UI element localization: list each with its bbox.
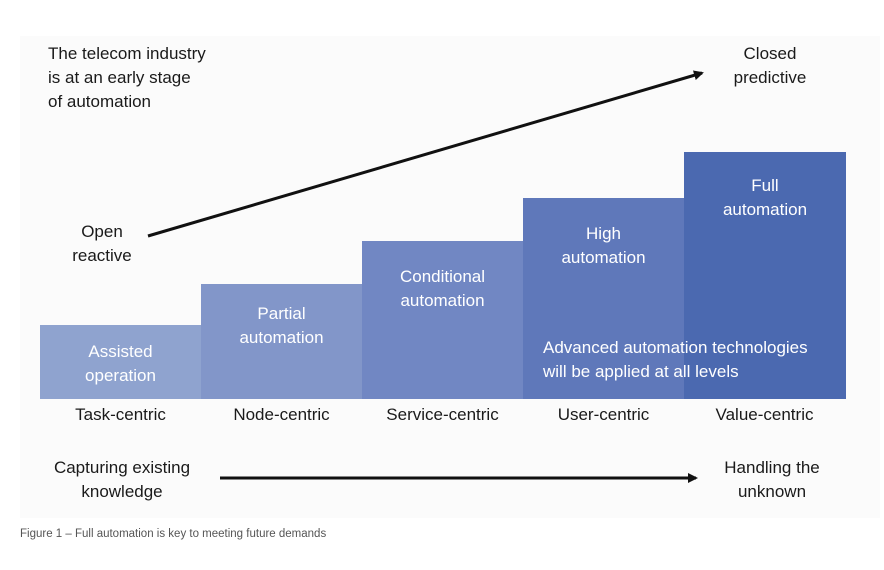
step-assisted-operation — [40, 325, 201, 399]
step-label-partial: Partial automation — [239, 304, 324, 347]
level-user-centric: User-centric — [557, 405, 650, 424]
overlay-text: Advanced automation technologies will be… — [543, 338, 808, 381]
step-label-conditional: Conditional automation — [399, 267, 486, 310]
top-left-text: The telecom industry is at an early stag… — [48, 44, 206, 111]
step-full-automation — [684, 152, 846, 399]
step-high-automation — [523, 198, 684, 399]
bottom-right-text: Handling the unknown — [724, 458, 820, 501]
figure-caption: Figure 1 – Full automation is key to mee… — [20, 528, 327, 540]
diagonal-arrow — [147, 70, 704, 238]
step-label-high: High automation — [561, 224, 646, 267]
step-label-full: Full automation — [722, 176, 808, 219]
left-mid-text: Open reactive — [72, 222, 132, 265]
level-value-centric: Value-centric — [715, 405, 814, 424]
level-service-centric: Service-centric — [386, 405, 499, 424]
step-label-assisted: Assisted operation — [85, 342, 156, 385]
level-node-centric: Node-centric — [233, 405, 330, 424]
top-right-text: Closed predictive — [733, 44, 807, 87]
step-conditional-automation — [362, 241, 523, 399]
step-partial-automation — [201, 284, 362, 399]
level-task-centric: Task-centric — [75, 405, 166, 424]
bottom-left-text: Capturing existing knowledge — [53, 458, 191, 501]
